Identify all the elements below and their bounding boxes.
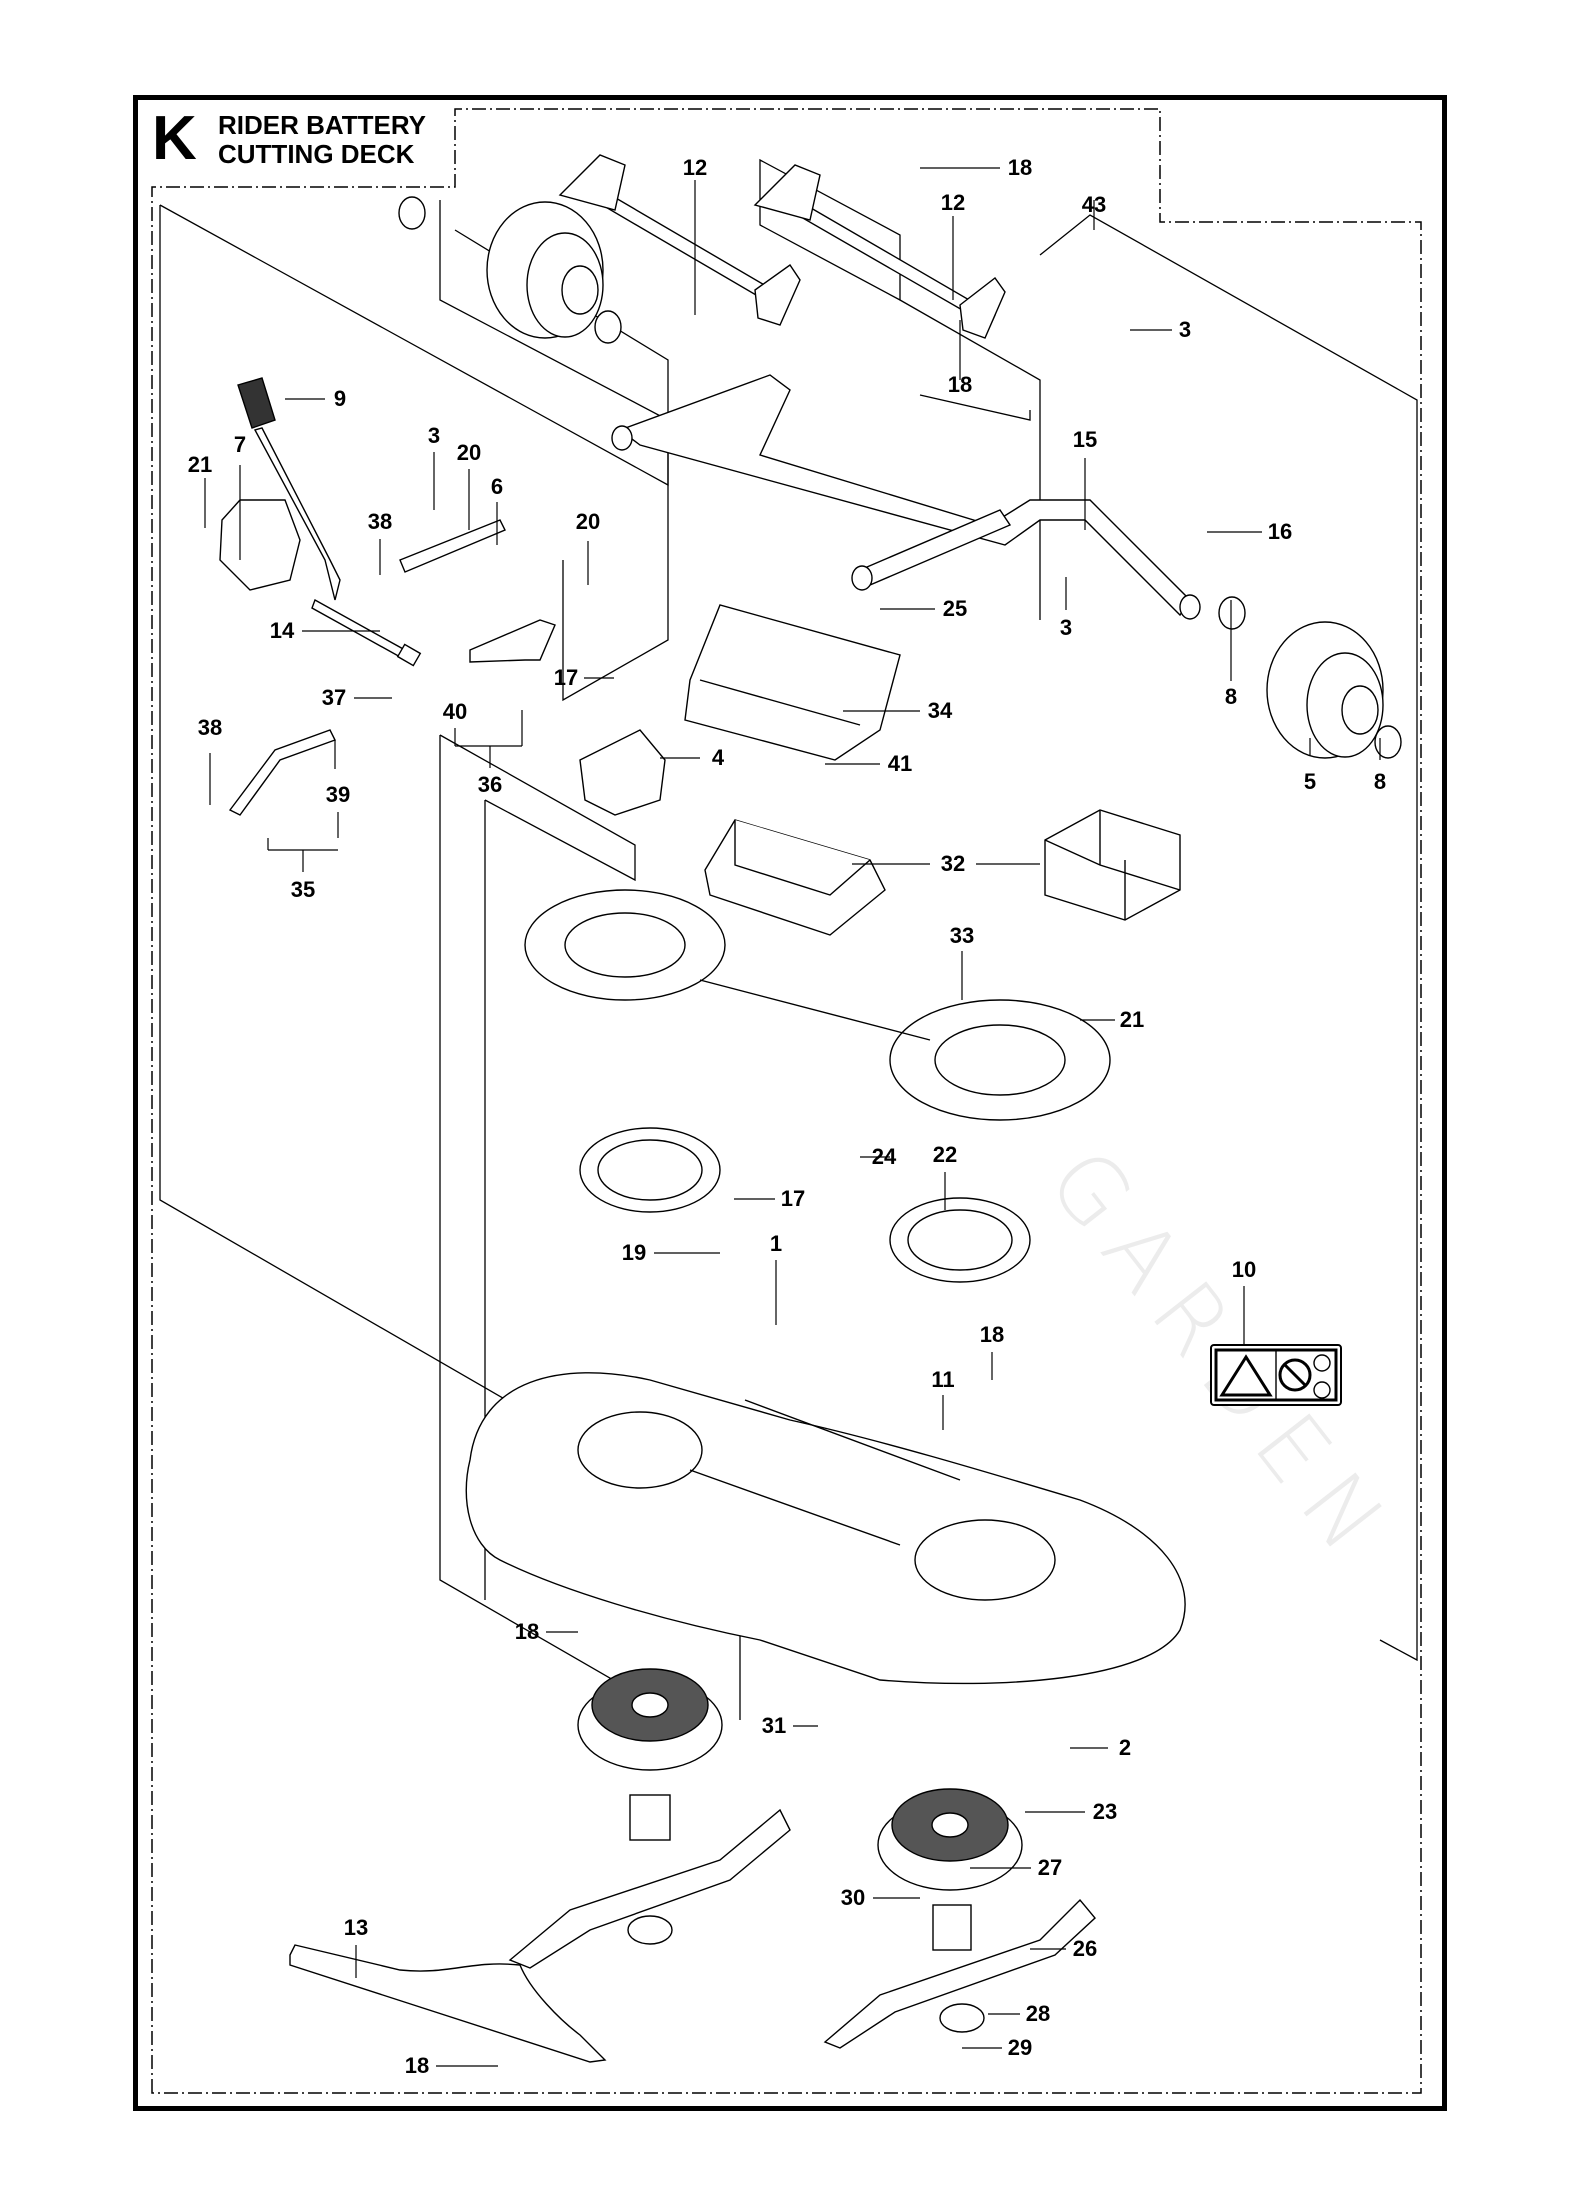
leader-lines xyxy=(204,167,1381,2067)
callout-20[interactable]: 20 xyxy=(575,509,601,534)
wheel-right xyxy=(1218,596,1402,759)
callout-24[interactable]: 24 xyxy=(871,1144,897,1169)
callout-26[interactable]: 26 xyxy=(1072,1936,1098,1961)
callout-17[interactable]: 17 xyxy=(780,1186,806,1211)
panel-36-c xyxy=(439,734,636,882)
callout-17[interactable]: 17 xyxy=(553,665,579,690)
callout-18[interactable]: 18 xyxy=(404,2053,430,2078)
diagram-frame xyxy=(133,95,1447,2111)
panel-wheel-right xyxy=(899,299,1041,620)
callout-3[interactable]: 3 xyxy=(1059,615,1073,640)
callout-28[interactable]: 28 xyxy=(1025,2001,1051,2026)
callout-43[interactable]: 43 xyxy=(1081,192,1107,217)
callout-38[interactable]: 38 xyxy=(197,715,223,740)
battery-cover xyxy=(684,604,901,761)
panel-right-lower xyxy=(919,394,1031,421)
foam-pads xyxy=(1044,809,1181,921)
section-letter: K xyxy=(152,104,197,173)
motor-right xyxy=(877,1788,1023,1951)
motor-left xyxy=(577,1668,723,1841)
callout-19[interactable]: 19 xyxy=(621,1240,647,1265)
callout-9[interactable]: 9 xyxy=(333,386,347,411)
callout-38[interactable]: 38 xyxy=(367,509,393,534)
callout-31[interactable]: 31 xyxy=(761,1713,787,1738)
callout-25[interactable]: 25 xyxy=(942,596,968,621)
callout-2[interactable]: 2 xyxy=(1118,1735,1132,1760)
callout-21[interactable]: 21 xyxy=(1119,1007,1145,1032)
callout-4[interactable]: 4 xyxy=(711,745,725,770)
lever-housing xyxy=(219,499,301,591)
link-arm-35 xyxy=(228,729,336,816)
blade-right xyxy=(823,1898,1096,2049)
title-line-2: CUTTING DECK xyxy=(218,139,415,169)
blade-washer-right xyxy=(939,2003,985,2033)
callout-27[interactable]: 27 xyxy=(1037,1855,1063,1880)
handle-tube xyxy=(611,374,1201,620)
callout-22[interactable]: 22 xyxy=(932,1142,958,1167)
callout-21[interactable]: 21 xyxy=(187,452,213,477)
callout-18[interactable]: 18 xyxy=(947,372,973,397)
callout-34[interactable]: 34 xyxy=(927,698,953,723)
callout-20[interactable]: 20 xyxy=(456,440,482,465)
wheel-left xyxy=(398,196,622,344)
callout-12[interactable]: 12 xyxy=(682,155,708,180)
callout-23[interactable]: 23 xyxy=(1092,1799,1118,1824)
callout-37[interactable]: 37 xyxy=(321,685,347,710)
callout-13[interactable]: 13 xyxy=(343,1915,369,1940)
shim-ring-22 xyxy=(889,1197,1031,1283)
callout-18[interactable]: 18 xyxy=(1007,155,1033,180)
panel-top-right xyxy=(1039,214,1418,1662)
callout-12[interactable]: 12 xyxy=(940,190,966,215)
callout-7[interactable]: 7 xyxy=(233,432,247,457)
height-lever xyxy=(237,377,341,601)
callout-18[interactable]: 18 xyxy=(979,1322,1005,1347)
callout-5[interactable]: 5 xyxy=(1303,769,1317,794)
callout-1[interactable]: 1 xyxy=(769,1231,783,1256)
link-arm-6 xyxy=(399,519,506,573)
parts-layer xyxy=(219,154,1402,2063)
callout-40[interactable]: 40 xyxy=(442,699,468,724)
callout-16[interactable]: 16 xyxy=(1267,519,1293,544)
electronics-box xyxy=(704,819,886,936)
callout-14[interactable]: 14 xyxy=(269,618,295,643)
shim-ring-left xyxy=(579,1127,721,1213)
bracket-4 xyxy=(579,729,666,816)
cutting-deck xyxy=(465,1372,1186,1685)
callout-11[interactable]: 11 xyxy=(931,1367,955,1392)
link-arm-36 xyxy=(469,619,556,663)
callout-8[interactable]: 8 xyxy=(1224,684,1238,709)
blade-washer-left xyxy=(627,1915,673,1945)
axle-bracket-left xyxy=(558,154,801,326)
warning-decal xyxy=(1210,1344,1342,1406)
baffle-13 xyxy=(289,1944,607,2063)
callout-35[interactable]: 35 xyxy=(290,877,316,902)
callout-32[interactable]: 32 xyxy=(940,851,966,876)
blade-left xyxy=(508,1808,791,1969)
callout-29[interactable]: 29 xyxy=(1007,2035,1033,2060)
panel-axle-left xyxy=(454,229,669,702)
callout-6[interactable]: 6 xyxy=(490,474,504,499)
callout-39[interactable]: 39 xyxy=(325,782,351,807)
callout-30[interactable]: 30 xyxy=(840,1885,866,1910)
callout-33[interactable]: 33 xyxy=(949,923,975,948)
callout-3[interactable]: 3 xyxy=(427,423,441,448)
motor-mount-plate xyxy=(524,889,1111,1121)
callout-8[interactable]: 8 xyxy=(1373,769,1387,794)
axle-bracket-right xyxy=(753,164,1006,339)
title-line-1: RIDER BATTERY xyxy=(218,110,426,140)
link-rod-14 xyxy=(311,598,422,667)
callout-10[interactable]: 10 xyxy=(1231,1257,1257,1282)
callout-36[interactable]: 36 xyxy=(477,772,503,797)
callout-15[interactable]: 15 xyxy=(1072,427,1098,452)
callout-3[interactable]: 3 xyxy=(1178,317,1192,342)
hand-crush-warning-icon xyxy=(1219,1354,1273,1397)
callout-41[interactable]: 41 xyxy=(887,751,913,776)
assembly-boundary-43 xyxy=(151,108,1422,2094)
callout-18[interactable]: 18 xyxy=(514,1619,540,1644)
